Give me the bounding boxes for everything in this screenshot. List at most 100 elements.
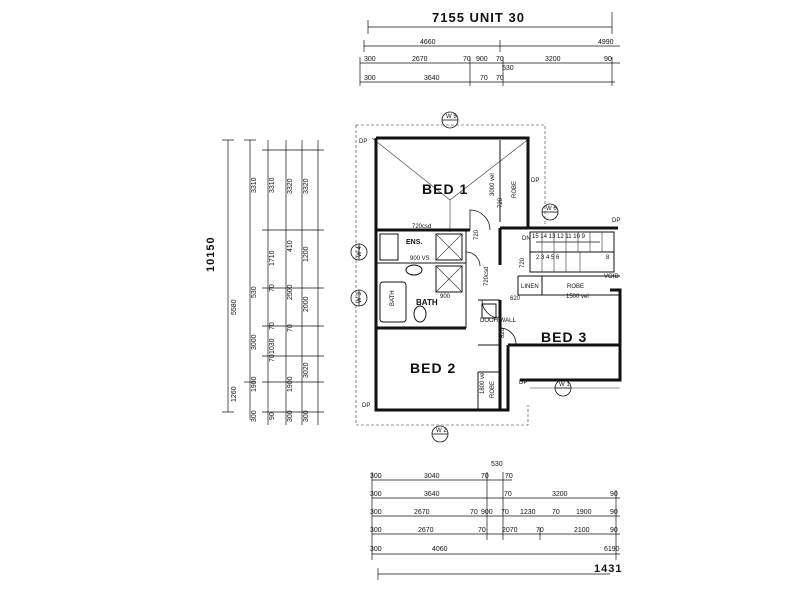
dim-left-overall: 10150 (205, 236, 217, 272)
dim-bot-r5-4060: 4060 (432, 546, 448, 553)
interior-walls (376, 140, 620, 410)
left-dimension-lines (222, 139, 324, 425)
dim-left-c2-300: 300 (251, 410, 258, 422)
dim-bot-r4-300: 300 (370, 527, 382, 534)
note-900vs: 900 VS (410, 256, 430, 262)
note-720csd-bath: 720csd (484, 267, 490, 286)
stair-numbers-bottom: 2 3 4 5 6 (536, 255, 560, 261)
window-label-w1: W 1 (559, 382, 570, 388)
dim-bot-r4-70a: 70 (478, 527, 486, 534)
dim-left-c5-2000: 2000 (303, 296, 310, 312)
dim-bot-r2-70: 70 (504, 491, 512, 498)
dim-bot-r3-1900: 1900 (576, 509, 592, 516)
dim-top-r2-900: 900 (476, 56, 488, 63)
room-label-robe-bed3: ROBE (567, 284, 584, 290)
window-label-w2: W 2 (436, 428, 447, 434)
dim-bot-r1-3040: 3040 (424, 473, 440, 480)
dim-bot-r3-70a: 70 (470, 509, 478, 516)
dim-left-5580: 5580 (231, 299, 238, 315)
room-label-bed-2: BED 2 (410, 360, 456, 376)
dim-top-r2-90: 90 (604, 56, 612, 63)
dim-left-c4-410: 410 (287, 240, 294, 252)
dim-top-r2-2670: 2670 (412, 56, 428, 63)
dim-left-c3-90: 90 (269, 412, 276, 420)
dim-bot-r1-300: 300 (370, 473, 382, 480)
door-swings (465, 209, 517, 345)
stair-numbers-top: 15 14 13 12 11 10 9 (532, 234, 586, 240)
ensuite-vanity (379, 233, 399, 261)
dooh-wall-fixture (481, 303, 497, 319)
dim-top-r2-70a: 70 (463, 56, 471, 63)
dim-left-1260: 1260 (231, 386, 238, 402)
note-820: 820 (500, 327, 506, 338)
dim-bot-r4-2100: 2100 (574, 527, 590, 534)
dim-bot-r1-70a: 70 (481, 473, 489, 480)
downpipe-label-5: DP (362, 403, 370, 409)
bathroom-fixtures (379, 233, 497, 323)
note-720-bed2: 720 (498, 197, 504, 208)
dim-left-c2-3000: 3000 (251, 334, 258, 350)
note-620: 620 (510, 296, 521, 302)
room-label-bath: BATH (416, 298, 438, 307)
dim-bot-r3-70b: 70 (501, 509, 509, 516)
stairs (529, 231, 615, 273)
dim-bot-r3-900: 900 (481, 509, 493, 516)
dim-bot-overall: 1431 (594, 563, 622, 575)
note-720-door: 720 (474, 229, 480, 240)
room-label-dooh-wall: DOOH WALL (480, 318, 516, 324)
window-label-w5: W 5 (446, 114, 457, 120)
dim-bot-r3-2670: 2670 (414, 509, 430, 516)
note-720csd: 720csd (412, 224, 431, 230)
dim-top-r4-70b: 70 (496, 75, 504, 82)
dim-bot-r2-300: 300 (370, 491, 382, 498)
dim-left-c2-530: 530 (251, 286, 258, 298)
dim-left-c3-70a: 70 (269, 284, 276, 292)
plan-title: 7155 UNIT 30 (432, 10, 525, 25)
dim-bot-r1-70b: 70 (505, 473, 513, 480)
dim-top-r2-3200: 3200 (545, 56, 561, 63)
dim-left-c3-1710: 1710 (269, 250, 276, 266)
bathtub (379, 281, 407, 323)
dim-left-c3-3310: 3310 (269, 177, 276, 193)
dim-top-r4-300: 300 (364, 75, 376, 82)
note-900-bath: 900 (440, 294, 451, 300)
window-markers (350, 111, 572, 443)
room-label-bed-1: BED 1 (422, 181, 468, 197)
room-label-linen: LINEN (521, 284, 539, 290)
dim-top-r4-3640: 3640 (424, 75, 440, 82)
top-dimension-lines (359, 12, 620, 86)
room-label-ensuite: ENS. (406, 239, 422, 246)
dim-left-c3-1030: 1030 (269, 338, 276, 354)
shower-tray (435, 233, 463, 261)
dim-top-4990: 4990 (598, 39, 614, 46)
downpipe-label-3: DP (612, 218, 620, 224)
dim-bot-r3-90: 90 (610, 509, 618, 516)
dim-bot-r4-2070: 2070 (502, 527, 518, 534)
dim-top-r2-70b: 70 (496, 56, 504, 63)
room-label-robe-bed2: ROBE (490, 381, 496, 398)
dim-left-c3-70c: 70 (269, 354, 276, 362)
dim-bot-r2-3640: 3640 (424, 491, 440, 498)
downpipe-label-1: DP (359, 139, 367, 145)
room-label-void: VOID (604, 274, 619, 280)
dim-left-c4-3320: 3320 (287, 178, 294, 194)
toilet-pan (413, 305, 427, 323)
dim-left-c3-70b: 70 (269, 322, 276, 330)
dim-bot-r4-70b: 70 (536, 527, 544, 534)
dim-bot-r4-90: 90 (610, 527, 618, 534)
dim-bot-r5-300: 300 (370, 546, 382, 553)
note-3000vel: 3000 vel (490, 173, 496, 196)
dim-left-c2-1900: 1900 (251, 376, 258, 392)
window-label-w6: W 6 (546, 206, 557, 212)
roof-outline (355, 124, 620, 426)
basin-oval (405, 264, 423, 276)
note-1800vel: 1800 vel (480, 371, 486, 394)
dim-left-c4-300: 300 (287, 410, 294, 422)
dim-left-c4-1900: 1900 (287, 376, 294, 392)
window-label-w4: W 4 (357, 246, 363, 257)
dim-top-r2-300: 300 (364, 56, 376, 63)
downpipe-label-4: DP (519, 380, 527, 386)
dim-bot-r5-6190: 6190 (604, 546, 620, 553)
dim-left-c4-2500: 2500 (287, 284, 294, 300)
